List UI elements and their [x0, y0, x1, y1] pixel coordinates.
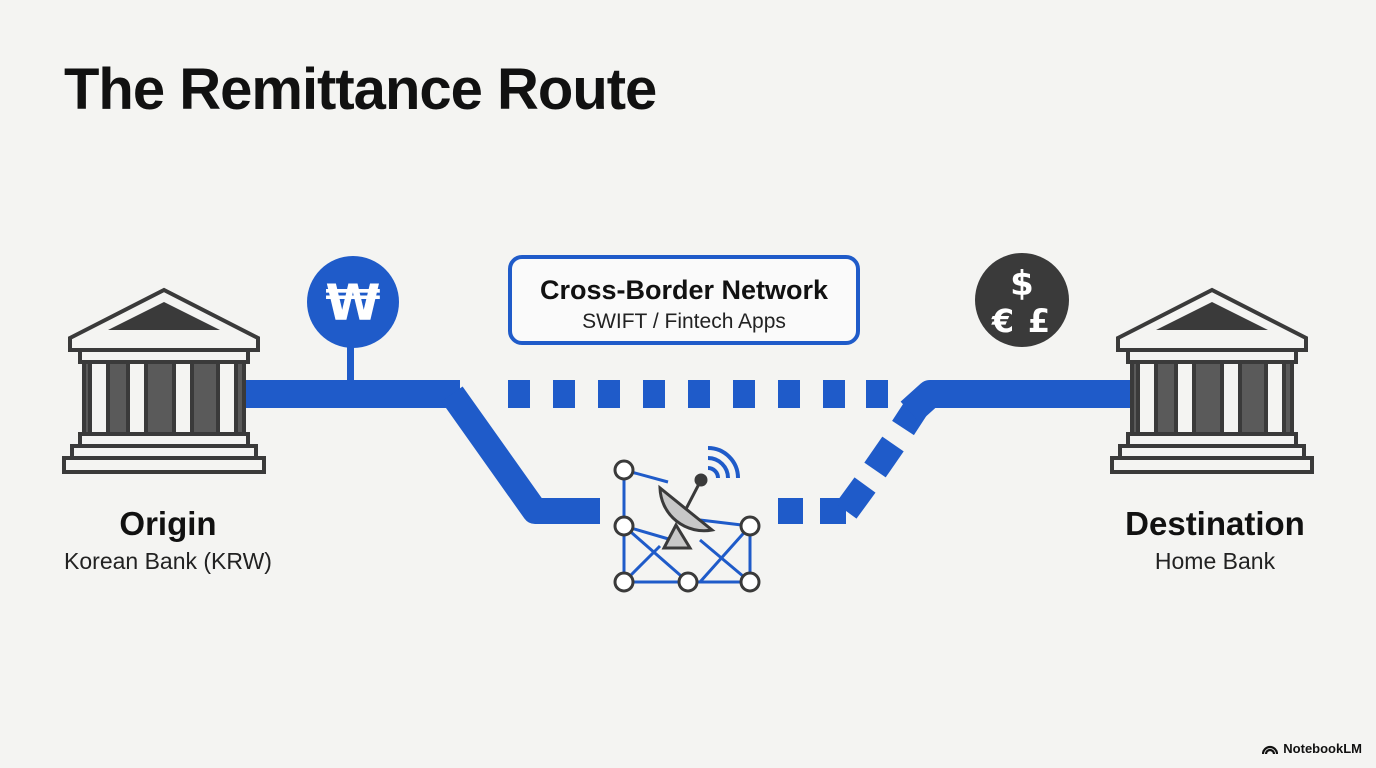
lower-path-solid — [441, 386, 600, 524]
network-hub-icon — [613, 446, 761, 593]
pound-symbol: £ — [1028, 302, 1050, 340]
destination-caption: Destination Home Bank — [1104, 504, 1326, 578]
cross-border-network-box: Cross-Border Network SWIFT / Fintech App… — [508, 255, 860, 345]
network-label: Cross-Border Network — [539, 275, 829, 305]
brand-watermark: NotebookLM — [1262, 741, 1362, 756]
origin-bank-icon — [62, 287, 266, 474]
dollar-symbol: $ — [1010, 264, 1034, 304]
route-lines — [238, 345, 1140, 524]
destination-label: Destination — [1125, 505, 1305, 542]
euro-symbol: € — [991, 302, 1014, 340]
won-symbol: ₩ — [325, 274, 380, 332]
won-coin-icon: ₩ — [307, 256, 399, 348]
network-sublabel: SWIFT / Fintech Apps — [582, 310, 786, 333]
won-stem — [347, 345, 354, 385]
destination-bank-icon — [1110, 287, 1314, 474]
satellite-dish-icon — [658, 473, 716, 550]
signal-waves-icon — [707, 446, 740, 479]
upper-dashed-path — [508, 380, 888, 408]
page-title: The Remittance Route — [64, 57, 657, 122]
lower-dashed-path — [778, 400, 927, 524]
origin-caption: Origin Korean Bank (KRW) — [50, 504, 286, 578]
brand-label: NotebookLM — [1283, 741, 1362, 756]
notebooklm-logo-icon — [1262, 745, 1279, 754]
destination-sublabel: Home Bank — [1154, 548, 1276, 574]
foreign-currency-coin-icon: $ € £ — [975, 253, 1069, 347]
origin-label: Origin — [119, 505, 217, 542]
destination-line — [900, 380, 1140, 423]
origin-sublabel: Korean Bank (KRW) — [64, 548, 272, 574]
